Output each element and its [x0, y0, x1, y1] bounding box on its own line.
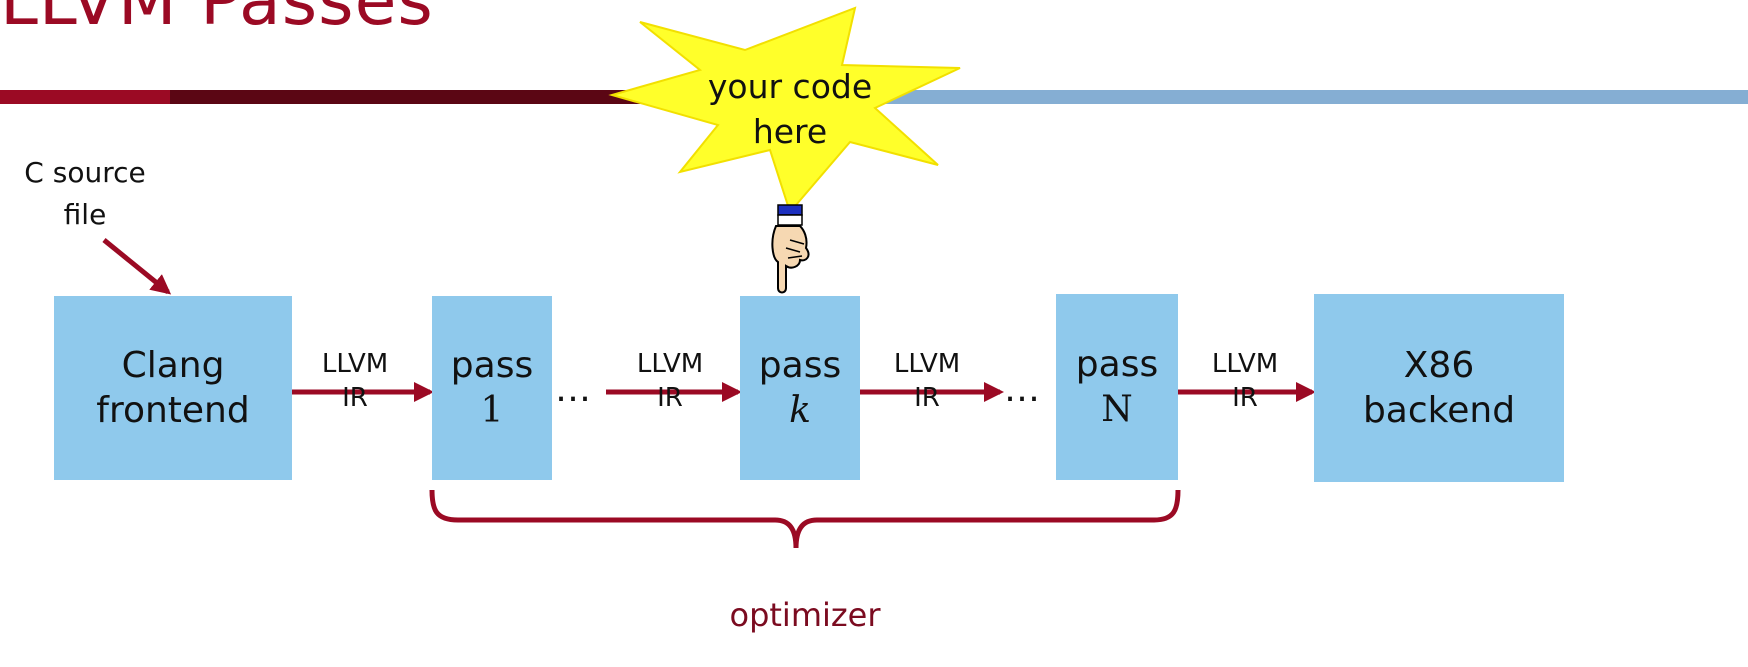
- source-line-2: file: [63, 198, 107, 231]
- ellipsis-before-passN: …: [1004, 369, 1040, 410]
- pass-1-box: pass 1: [432, 296, 552, 480]
- pass-k-number: k: [789, 390, 811, 431]
- edge-label-passN-backend: LLVM IR: [1190, 348, 1300, 416]
- pass-n-box: pass N: [1056, 294, 1178, 480]
- pass-1-label: pass: [450, 345, 534, 386]
- edge-label-top: LLVM: [1211, 349, 1279, 379]
- callout-text: your code here: [690, 65, 890, 154]
- edge-label-pass1-passk: LLVM IR: [615, 348, 725, 416]
- source-line-1: C source: [24, 156, 146, 189]
- edge-label-top: LLVM: [893, 349, 961, 379]
- pointing-hand-icon: [771, 204, 810, 294]
- clang-label-line-1: Clang: [121, 345, 225, 386]
- edge-label-bottom: IR: [657, 382, 683, 413]
- edge-label-passk-passN: LLVM IR: [872, 348, 982, 416]
- clang-frontend-box: Clang frontend: [54, 296, 292, 480]
- optimizer-label: optimizer: [729, 596, 881, 634]
- pass-n-number: N: [1101, 389, 1133, 430]
- optimizer-brace: [429, 489, 1181, 549]
- title-rule-blue: [850, 90, 1748, 104]
- callout-line-2: here: [752, 111, 828, 151]
- backend-label-line-1: X86: [1403, 345, 1475, 386]
- edge-label-clang-pass1: LLVM IR: [300, 348, 410, 416]
- title-rule-red: [0, 90, 170, 104]
- pass-k-box: pass k: [740, 296, 860, 480]
- pass-n-label: pass: [1075, 344, 1159, 385]
- edge-label-bottom: IR: [1232, 382, 1258, 413]
- slide-title: LLVM Passes: [0, 0, 434, 41]
- edge-label-bottom: IR: [914, 382, 940, 413]
- clang-label-line-2: frontend: [96, 390, 250, 431]
- edge-label-bottom: IR: [342, 382, 368, 413]
- x86-backend-box: X86 backend: [1314, 294, 1564, 482]
- source-arrow: [102, 238, 172, 295]
- callout-line-1: your code: [707, 67, 873, 106]
- edge-label-top: LLVM: [321, 349, 389, 379]
- edge-label-top: LLVM: [636, 349, 704, 379]
- pass-k-label: pass: [758, 345, 842, 386]
- ellipsis-after-pass1: …: [555, 369, 591, 410]
- pass-1-number: 1: [480, 390, 504, 431]
- backend-label-line-2: backend: [1362, 390, 1516, 431]
- starburst-callout: [608, 6, 961, 215]
- source-file-label: C source file: [10, 152, 160, 236]
